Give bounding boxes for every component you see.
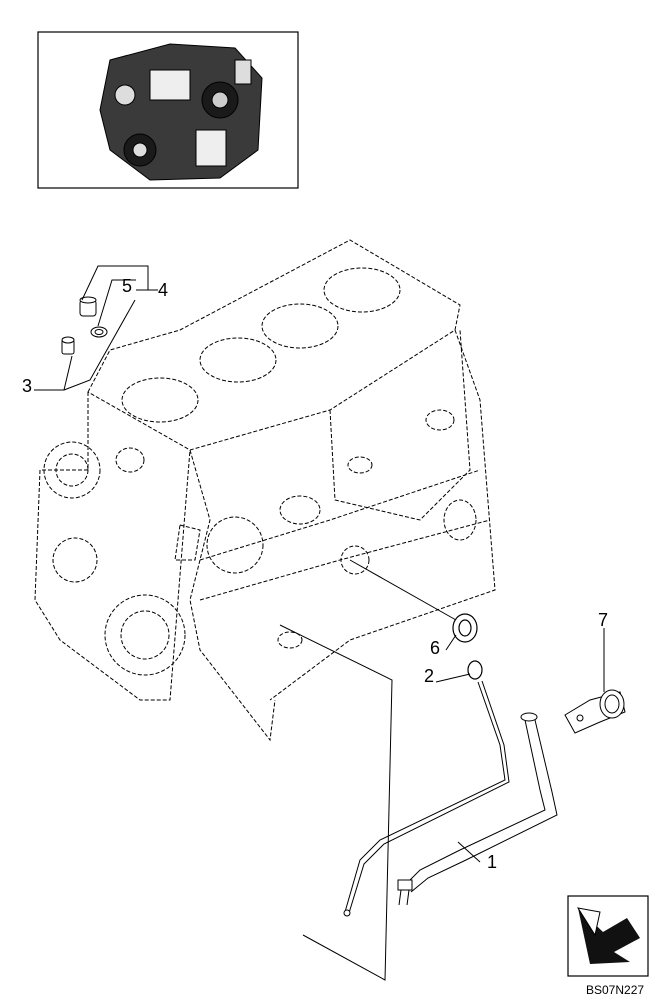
drawing-code: BS07N227	[586, 983, 644, 997]
callout-6: 6	[430, 638, 440, 658]
part-2-o-ring	[467, 660, 483, 680]
callout-7: 7	[598, 610, 608, 630]
callout-2: 2	[424, 666, 434, 686]
part-3-plug	[61, 336, 75, 355]
part-7-clamp	[564, 689, 626, 734]
callout-3: 3	[22, 376, 32, 396]
callout-5: 5	[122, 276, 132, 296]
engine-thumbnail-icon	[37, 31, 299, 189]
engine-block	[34, 239, 496, 742]
part-1-dipstick	[343, 680, 558, 917]
callout-1: 1	[487, 852, 497, 872]
part-6-seal	[452, 613, 478, 643]
leader-lines	[34, 265, 605, 981]
part-5-plug	[79, 296, 108, 338]
callout-4: 4	[158, 280, 168, 300]
orientation-arrow-icon	[567, 895, 649, 977]
